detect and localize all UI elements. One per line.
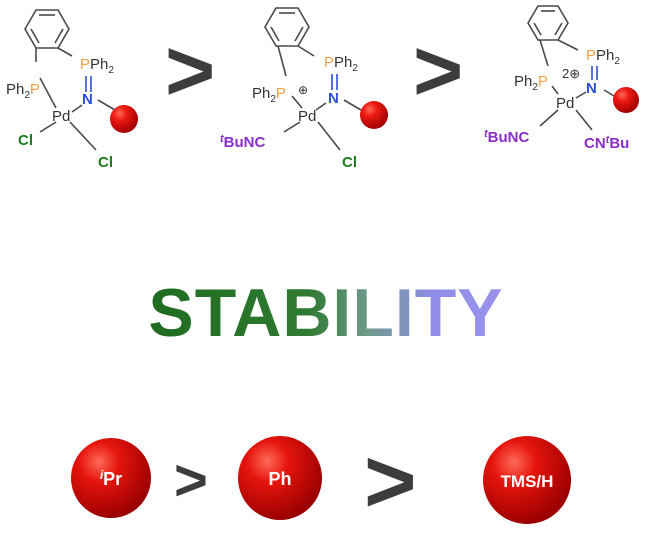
metal-center: Pd	[298, 108, 316, 125]
stability-title: STABILITY	[148, 275, 503, 351]
lower-ligand: Ph2P	[6, 81, 40, 101]
sphere-tms-h	[483, 436, 571, 524]
charge-label: ⊕	[298, 83, 308, 97]
lower-ligand: Ph2P	[252, 85, 286, 105]
chloride-left: Cl	[18, 132, 33, 149]
nitrogen-atom: N	[328, 90, 339, 107]
substituent-sphere	[360, 101, 388, 129]
nitrogen-atom: N	[586, 80, 597, 97]
substituent-tms-h: TMS/H	[501, 472, 554, 491]
isocyanide-ligand: tBuNC	[220, 133, 265, 151]
sphere-ipr	[71, 438, 151, 518]
charge-label: 2⊕	[562, 66, 580, 81]
greater-than-symbol: >	[174, 448, 208, 513]
greater-than-symbol-large: >	[364, 432, 417, 532]
isocyanide-ligand-right: CNtBu	[584, 134, 629, 152]
substituent-ipr: iPr	[100, 468, 122, 489]
complex-2: PPh2 Ph2P ⊕ N Pd tBuNC Cl	[220, 7, 388, 171]
upper-ligand: PPh2	[324, 54, 358, 74]
upper-ligand: PPh2	[586, 47, 620, 67]
complex-3: PPh2 Ph2P 2⊕ N Pd tBuNC CNtBu	[484, 5, 639, 152]
substituent-sphere	[110, 105, 138, 133]
upper-ligand: PPh2	[80, 56, 114, 76]
substituent-row: iPr > Ph > TMS/H	[71, 432, 571, 532]
greater-than-symbol: >	[413, 23, 463, 119]
metal-center: Pd	[52, 108, 70, 125]
chloride-right: Cl	[98, 154, 113, 171]
metal-center: Pd	[556, 95, 574, 112]
chloride-right: Cl	[342, 154, 357, 171]
greater-than-symbol: >	[165, 23, 215, 119]
substituent-sphere	[613, 87, 639, 113]
isocyanide-ligand-left: tBuNC	[484, 128, 529, 146]
sphere-ph	[238, 436, 322, 520]
substituent-ph: Ph	[268, 469, 291, 489]
lower-ligand: Ph2P	[514, 73, 548, 93]
nitrogen-atom: N	[82, 91, 93, 108]
complex-1: PPh2 Ph2P N Pd Cl Cl	[6, 9, 138, 171]
